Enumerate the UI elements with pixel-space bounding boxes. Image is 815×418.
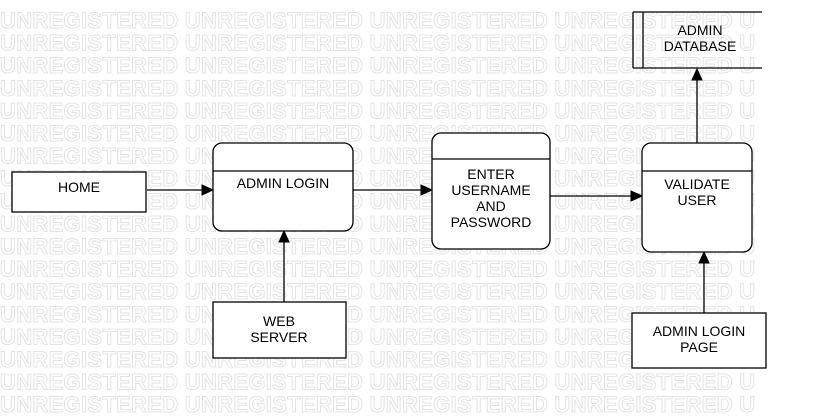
watermark-line: UNREGISTERED UNREGISTERED UNREGISTERED U… bbox=[0, 392, 755, 417]
watermark-line: UNREGISTERED UNREGISTERED UNREGISTERED U… bbox=[0, 347, 755, 372]
watermark-line: UNREGISTERED UNREGISTERED UNREGISTERED U… bbox=[0, 302, 755, 327]
admin-login-label: ADMIN LOGIN bbox=[237, 175, 330, 191]
label-line: ADMIN bbox=[677, 22, 722, 38]
arrowhead-enter-credentials-left bbox=[420, 184, 434, 196]
label-line: PAGE bbox=[680, 339, 718, 355]
watermark-line: UNREGISTERED UNREGISTERED UNREGISTERED U… bbox=[0, 76, 755, 101]
watermark-line: UNREGISTERED UNREGISTERED UNREGISTERED U… bbox=[0, 98, 755, 123]
watermark-line: UNREGISTERED UNREGISTERED UNREGISTERED U… bbox=[0, 121, 755, 146]
watermark-line: UNREGISTERED UNREGISTERED UNREGISTERED U… bbox=[0, 324, 755, 349]
admin-login-process: ADMIN LOGIN bbox=[212, 142, 354, 232]
label-line: HOME bbox=[58, 179, 100, 195]
watermark-line: UNREGISTERED UNREGISTERED UNREGISTERED U… bbox=[0, 8, 755, 33]
label-line: SERVER bbox=[250, 329, 307, 345]
label-line: WEB bbox=[263, 313, 295, 329]
label-line: PASSWORD bbox=[451, 214, 532, 230]
arrowhead-admin-database-bottom bbox=[691, 67, 703, 81]
arrowhead-admin-login-bottom bbox=[278, 229, 290, 243]
watermark-line: UNREGISTERED UNREGISTERED UNREGISTERED U… bbox=[0, 257, 755, 282]
watermark-line: UNREGISTERED UNREGISTERED UNREGISTERED U… bbox=[0, 211, 755, 236]
label-line: DATABASE bbox=[664, 38, 737, 54]
arrowhead-validate-user-bottom bbox=[698, 250, 710, 264]
arrowhead-admin-login-left bbox=[201, 184, 215, 196]
label-line: VALIDATE bbox=[664, 176, 730, 192]
watermark-line: UNREGISTERED UNREGISTERED UNREGISTERED U… bbox=[0, 279, 755, 304]
label-line: ADMIN LOGIN bbox=[237, 175, 330, 191]
label-line: USERNAME bbox=[451, 182, 530, 198]
connectors bbox=[147, 67, 710, 313]
label-line: ADMIN LOGIN bbox=[653, 323, 746, 339]
watermark-line: UNREGISTERED UNREGISTERED UNREGISTERED U… bbox=[0, 31, 755, 56]
watermark-line: UNREGISTERED UNREGISTERED UNREGISTERED U… bbox=[0, 53, 755, 78]
label-line: ENTER bbox=[467, 166, 514, 182]
watermark-line: UNREGISTERED UNREGISTERED UNREGISTERED U… bbox=[0, 144, 755, 169]
watermark-line: UNREGISTERED UNREGISTERED UNREGISTERED U… bbox=[0, 370, 755, 395]
label-line: USER bbox=[678, 192, 717, 208]
watermark-line: UNREGISTERED UNREGISTERED UNREGISTERED U… bbox=[0, 234, 755, 259]
label-line: AND bbox=[476, 198, 506, 214]
home-entity: HOME bbox=[11, 171, 147, 213]
home-label: HOME bbox=[58, 179, 100, 195]
arrowhead-validate-user-left bbox=[630, 190, 644, 202]
